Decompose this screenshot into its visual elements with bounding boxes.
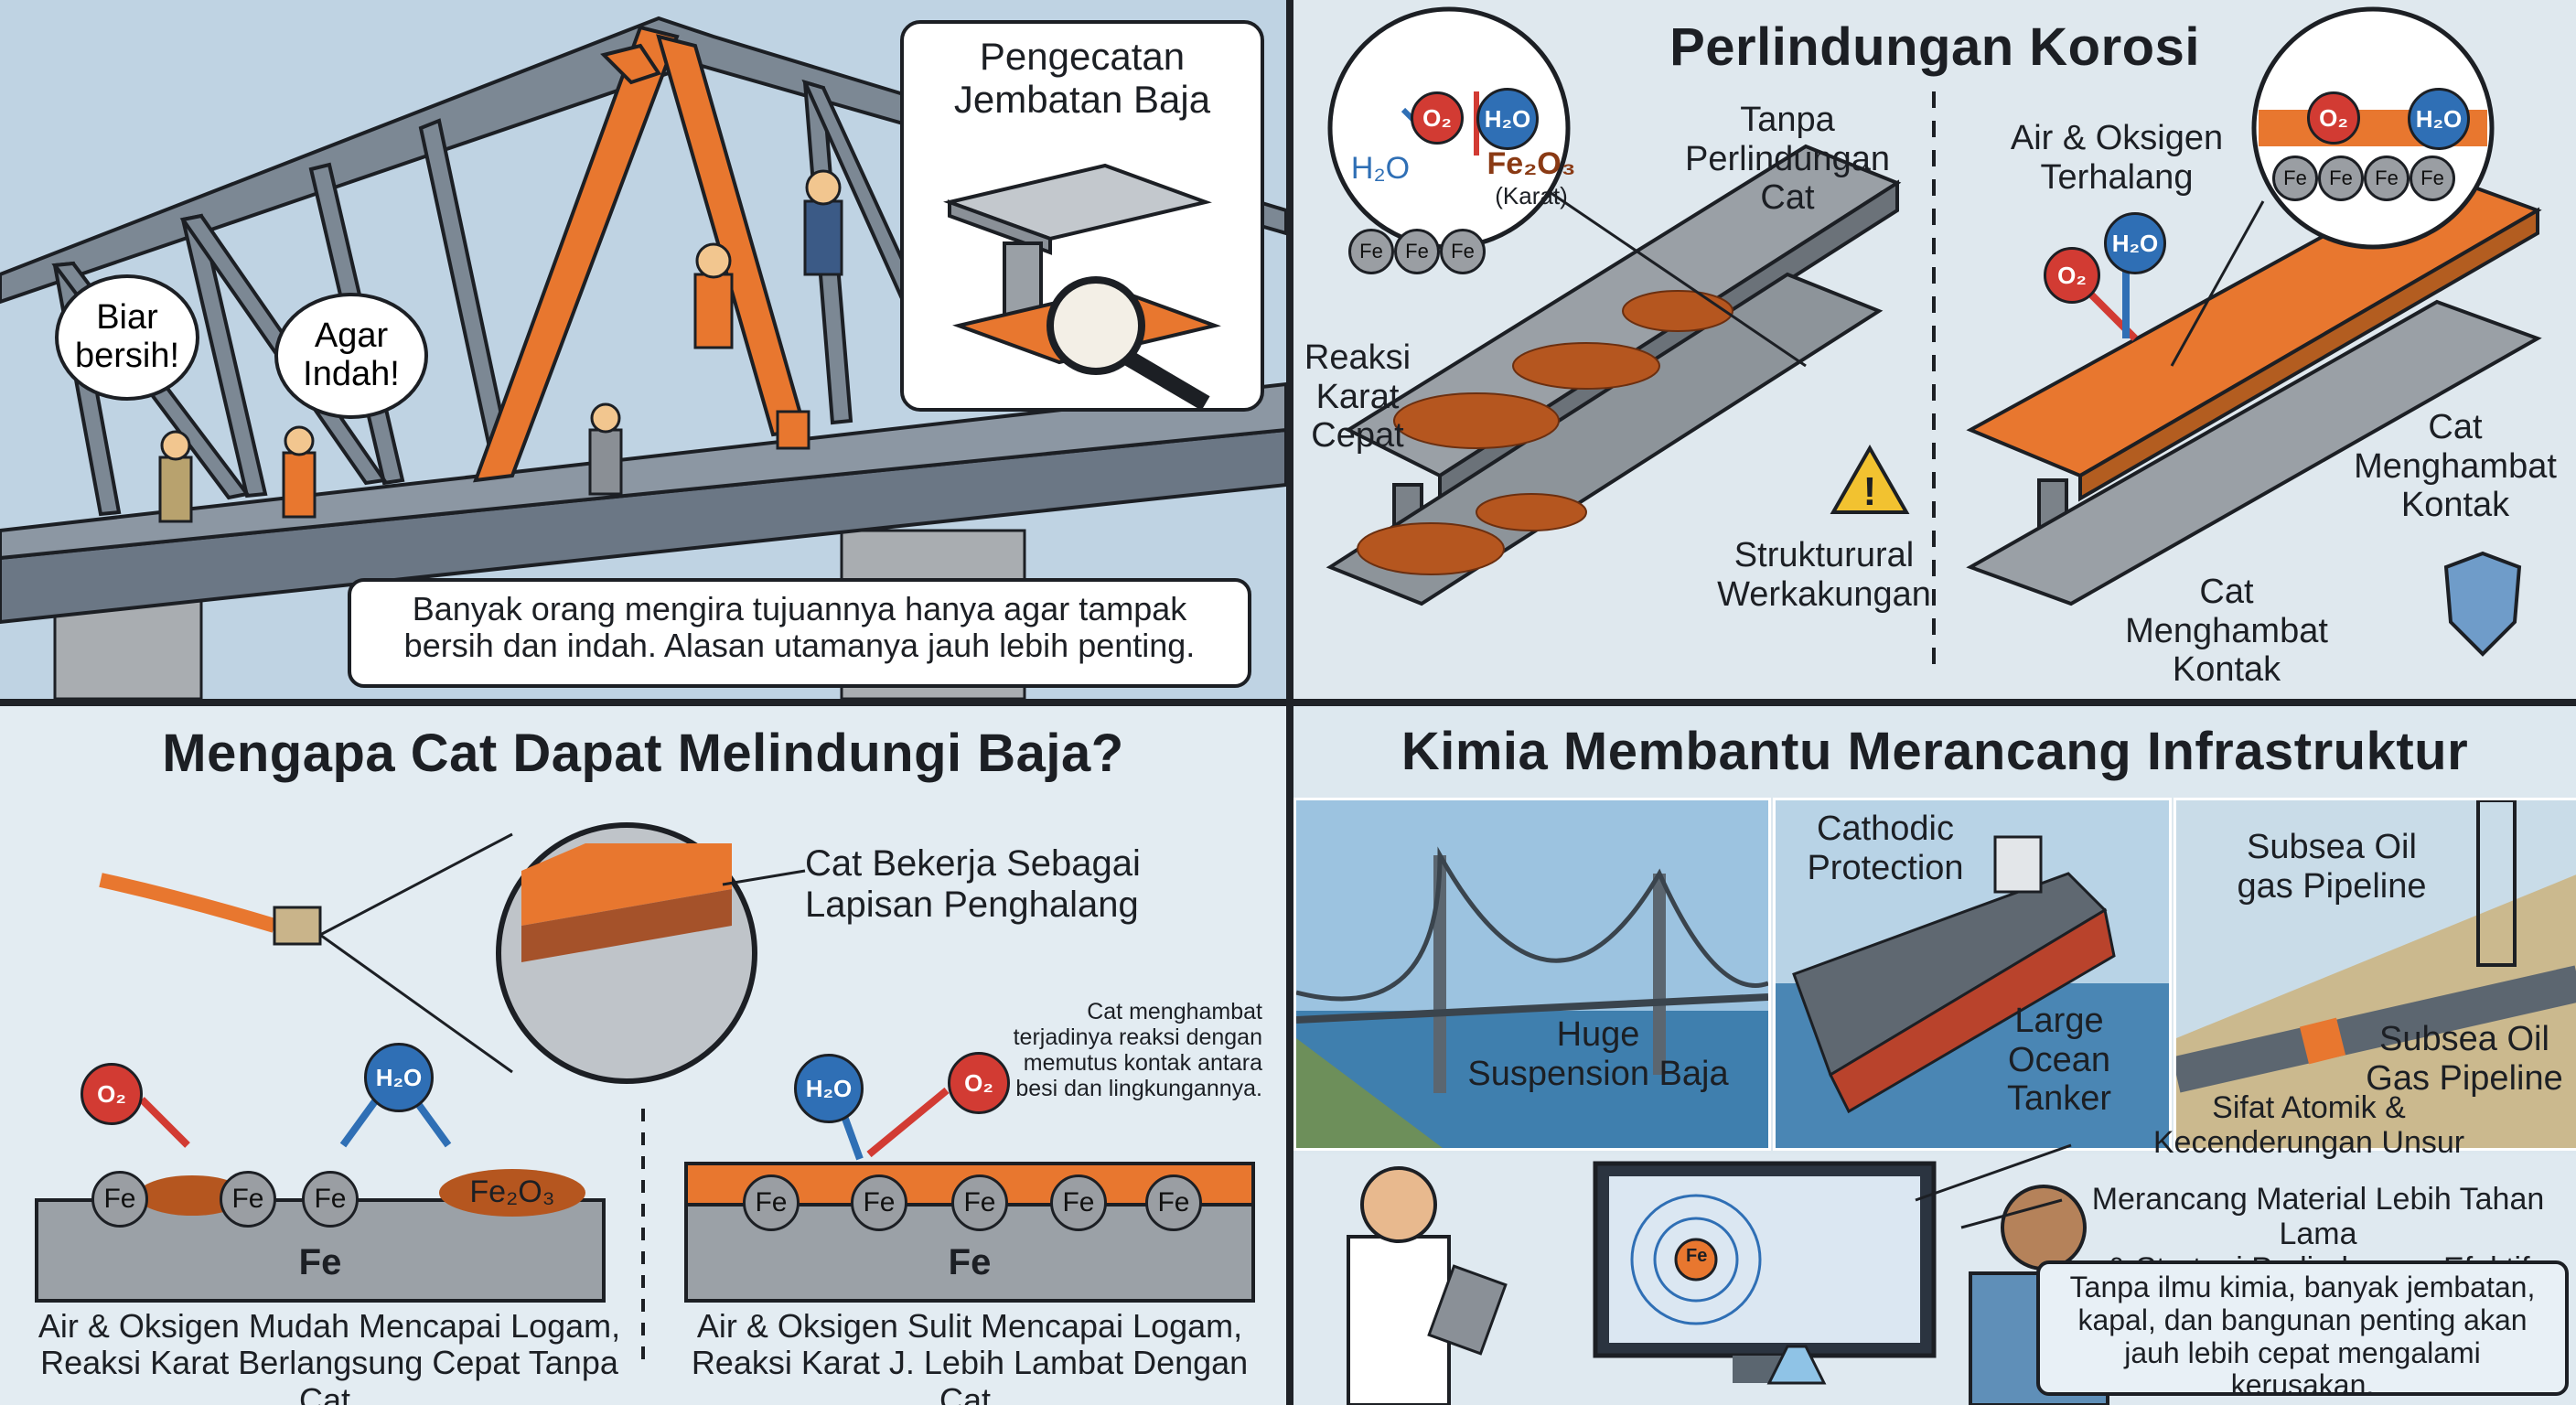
water-icon: H₂O — [1476, 88, 1539, 150]
iron-atom: Fe — [951, 1174, 1008, 1231]
speech-bubble-clean: Biar bersih! — [55, 274, 199, 401]
caption-with-paint: Air & Oksigen Sulit Mencapai Logam, Reak… — [691, 1307, 1249, 1405]
iron-atom: Fe — [2272, 156, 2318, 201]
why-title: Mengapa Cat Dapat Melindungi Baja? — [162, 724, 1124, 783]
i-beam-icon — [943, 163, 1221, 408]
iron-label: Fe — [948, 1242, 992, 1282]
speech-bubble-pretty: Agar Indah! — [274, 293, 428, 419]
iron-atom: Fe — [1348, 229, 1394, 274]
iron-atom: Fe — [2364, 156, 2410, 201]
iron-atom: Fe — [302, 1171, 359, 1228]
panel-bridge-painting: Biar bersih! Agar Indah! Pengecatan Jemb… — [0, 0, 1286, 699]
cathodic-protection-label: Cathodic Protection — [1807, 810, 1964, 887]
caption-text: Banyak orang mengira tujuannya hanya aga… — [403, 590, 1196, 665]
caption-without-paint: Air & Oksigen Mudah Mencapai Logam, Reak… — [38, 1307, 621, 1405]
iron-atom: Fe — [2410, 156, 2455, 201]
no-protection-label: Tanpa Perlindungan Cat — [1685, 101, 1890, 218]
water-icon: H₂O — [364, 1043, 434, 1112]
iron-atom: Fe — [851, 1174, 907, 1231]
infrastructure-title: Kimia Membantu Merancang Infrastruktur — [1401, 722, 2469, 781]
barrier-diagram — [35, 822, 1255, 1365]
iron-atom: Fe — [1145, 1174, 1202, 1231]
panel-why-paint-protects: Mengapa Cat Dapat Melindungi Baja? — [0, 706, 1286, 1405]
panel-chemistry-infrastructure: Kimia Membantu Merancang Infrastruktur H… — [1293, 706, 2576, 1405]
fast-rust-label: Reaksi Karat Cepat — [1304, 338, 1411, 456]
summary-text: Tanpa ilmu kimia, banyak jembatan, kapal… — [2069, 1271, 2536, 1402]
atomic-properties-label: Sifat Atomik & Kecenderungan Unsur — [2152, 1090, 2465, 1161]
iron-atom: Fe — [91, 1171, 148, 1228]
water-icon: H₂O — [2104, 212, 2166, 274]
pipeline-image: Subsea Oil gas Pipeline Subsea Oil Gas P… — [2174, 798, 2576, 1151]
oxygen-icon: O₂ — [1411, 91, 1464, 145]
caption-box: Banyak orang mengira tujuannya hanya aga… — [348, 578, 1251, 688]
steel-beam-inset: Pengecatan Jembatan Baja — [900, 20, 1264, 412]
iron-atom: Fe — [743, 1174, 800, 1231]
summary-box: Tanpa ilmu kimia, banyak jembatan, kapal… — [2036, 1260, 2569, 1401]
panel-corrosion-protection: Perlindungan Korosi ! — [1293, 0, 2576, 699]
paint-note: Cat menghambat terjadinya reaksi dengan … — [1013, 999, 1262, 1101]
bridge-label: Huge Suspension Baja — [1467, 1015, 1729, 1093]
rust-formula: Fe₂O₃ — [469, 1174, 555, 1209]
water-oxygen-blocked-label: Air & Oksigen Terhalang — [2010, 119, 2224, 197]
inset-title: Pengecatan Jembatan Baja — [953, 35, 1211, 122]
paint-blocks-label-right: Cat Menghambat Kontak — [2354, 408, 2557, 525]
subsea-pipeline-label-bottom: Subsea Oil Gas Pipeline — [2366, 1020, 2563, 1098]
corrosion-title: Perlindungan Korosi — [1669, 17, 2200, 77]
rust-label: (Karat) — [1495, 182, 1568, 209]
barrier-label: Cat Bekerja Sebagai Lapisan Penghalang — [805, 843, 1141, 925]
iron-atom-symbol: Fe — [1686, 1246, 1708, 1266]
oxygen-icon: O₂ — [80, 1063, 143, 1125]
water-label: H₂O — [1350, 151, 1411, 186]
iron-atom: Fe — [1394, 229, 1440, 274]
iron-atom: Fe — [1440, 229, 1486, 274]
iron-atom: Fe — [220, 1171, 276, 1228]
oxygen-icon: O₂ — [2044, 247, 2100, 304]
iron-label: Fe — [298, 1242, 342, 1282]
rust-formula: Fe₂O₃ — [1487, 146, 1576, 181]
iron-atom: Fe — [1050, 1174, 1107, 1231]
svg-text:!: ! — [1863, 469, 1877, 514]
suspension-bridge-image: Huge Suspension Baja — [1293, 798, 1771, 1151]
oxygen-icon: O₂ — [2307, 91, 2360, 145]
water-icon: H₂O — [2408, 88, 2470, 150]
tanker-image: Cathodic Protection Large Ocean Tanker — [1773, 798, 2172, 1151]
corrosion-beams: ! — [1326, 6, 2542, 677]
worker-figures — [158, 169, 843, 523]
iron-atom: Fe — [2318, 156, 2364, 201]
tanker-label: Large Ocean Tanker — [2006, 1002, 2112, 1119]
subsea-pipeline-label-top: Subsea Oil gas Pipeline — [2237, 828, 2427, 906]
oxygen-icon: O₂ — [948, 1052, 1010, 1114]
paint-blocks-label-bottom: Cat Menghambat Kontak — [2125, 573, 2328, 690]
structural-weakening-label: Strukturural Werkakungan — [1717, 536, 1931, 614]
water-icon: H₂O — [794, 1054, 864, 1123]
